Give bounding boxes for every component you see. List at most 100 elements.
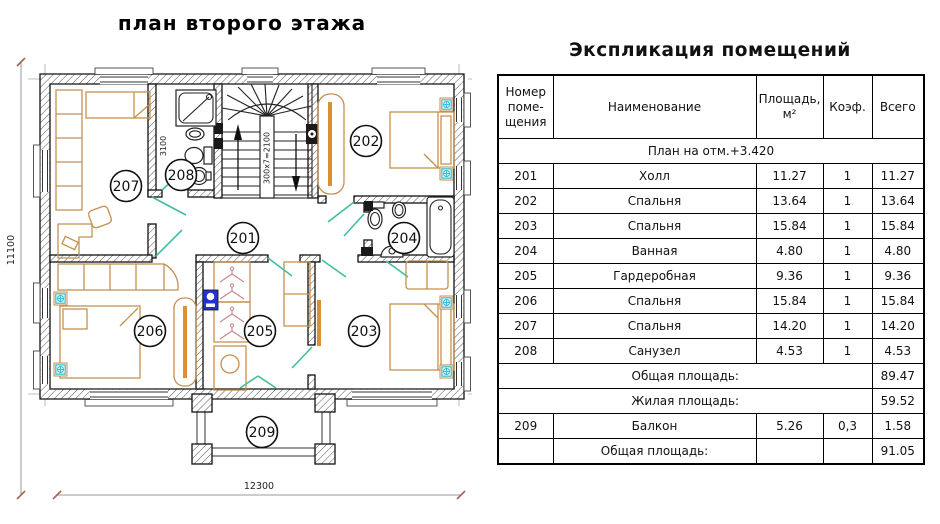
explication-table: Номер поме- щения Наименование Площадь, … [497,74,925,465]
room-label-204: 204 [387,221,421,255]
room-label-207: 207 [109,169,143,203]
cell-coef: 0,3 [822,413,873,439]
svg-text:207: 207 [113,179,140,195]
windows [33,67,471,407]
table-row: 206 Спальня 15.84 1 15.84 [497,288,925,314]
table-row: 203 Спальня 15.84 1 15.84 [497,213,925,239]
room-label-206: 206 [133,314,167,348]
svg-text:204: 204 [391,231,418,247]
room-label-203: 203 [347,314,381,348]
summary-value: 89.47 [871,363,925,389]
cell-number: 206 [497,288,554,314]
summary-value: 59.52 [871,388,925,414]
wall-dimension-label: 3100 [159,136,168,156]
cell-area: 4.80 [755,238,824,264]
room-206-furniture [53,263,197,387]
summary-label: Жилая площадь: [497,388,873,414]
cell-number: 203 [497,213,554,239]
cell-total: 14.20 [871,313,925,339]
cell-total: 11.27 [871,163,925,189]
balcony-structure [191,393,336,465]
table-row: 205 Гардеробная 9.36 1 9.36 [497,263,925,289]
cell-name: Гардеробная [552,263,757,289]
grand-total-row: Общая площадь: 91.05 [497,438,925,465]
door-swings [151,169,409,389]
table-header-row: Номер поме- щения Наименование Площадь, … [497,74,925,139]
cell-coef: 1 [822,238,873,264]
cell-coef-empty [822,438,873,465]
col-header-coef: Коэф. [822,74,873,139]
cell-number: 204 [497,238,554,264]
grand-total-label: Общая площадь: [552,438,757,465]
cell-number: 202 [497,188,554,214]
cell-coef: 1 [822,338,873,364]
cell-name: Спальня [552,313,757,339]
col-header-total: Всего [871,74,925,139]
svg-text:208: 208 [168,168,195,184]
svg-text:203: 203 [351,324,378,340]
width-dimension-label: 12300 [244,481,274,492]
cell-area: 9.36 [755,263,824,289]
cell-number: 207 [497,313,554,339]
cell-number: 209 [497,413,554,439]
col-header-area: Площадь, м² [755,74,824,139]
room-205-furniture [202,261,311,391]
cell-name: Спальня [552,188,757,214]
explication-title: Экспликация помещений [569,40,851,61]
staircase: 300x7=2100 [214,83,318,199]
table-row: 204 Ванная 4.80 1 4.80 [497,238,925,264]
svg-text:206: 206 [137,324,164,340]
cell-coef: 1 [822,263,873,289]
cell-area: 4.53 [755,338,824,364]
cell-total: 4.53 [871,338,925,364]
grand-total-value: 91.05 [871,438,925,465]
cell-name: Спальня [552,213,757,239]
cell-number: 208 [497,338,554,364]
room-labels: 201 202 203 204 205 206 207 208 209 [109,124,421,449]
room-208-fixtures [175,89,217,186]
room-207-furniture [55,89,151,259]
section-label: План на отм.+3.420 [497,138,925,164]
dimension-lines: 11100 12300 [6,57,466,500]
room-204-fixtures [361,196,455,258]
cell-coef: 1 [822,313,873,339]
cell-name: Холл [552,163,757,189]
svg-text:201: 201 [230,231,257,247]
summary-row-total: Общая площадь: 89.47 [497,363,925,389]
stair-dimension-label: 300x7=2100 [263,132,272,184]
explication-panel: Экспликация помещений Номер поме- щения … [497,40,925,465]
table-row: 207 Спальня 14.20 1 14.20 [497,313,925,339]
cell-number: 205 [497,263,554,289]
cell-coef: 1 [822,163,873,189]
svg-text:209: 209 [249,425,276,441]
table-row: 201 Холл 11.27 1 11.27 [497,163,925,189]
cell-name: Спальня [552,288,757,314]
cell-area: 5.26 [755,413,824,439]
cell-coef: 1 [822,288,873,314]
cell-total: 1.58 [871,413,925,439]
cell-total: 15.84 [871,213,925,239]
cell-total: 4.80 [871,238,925,264]
col-header-name: Наименование [552,74,757,139]
room-202-furniture [317,93,455,195]
room-label-201: 201 [226,221,260,255]
cell-area: 13.64 [755,188,824,214]
cell-area: 11.27 [755,163,824,189]
cell-name: Санузел [552,338,757,364]
summary-label: Общая площадь: [497,363,873,389]
cell-total: 15.84 [871,288,925,314]
height-dimension-label: 11100 [6,235,17,265]
cell-area: 15.84 [755,288,824,314]
section-row: План на отм.+3.420 [497,138,925,164]
cell-name: Ванная [552,238,757,264]
cell-number-empty [497,438,554,465]
cell-name: Балкон [552,413,757,439]
svg-text:205: 205 [247,324,274,340]
room-label-209: 209 [245,415,279,449]
cell-coef: 1 [822,213,873,239]
cell-area: 14.20 [755,313,824,339]
cell-area-empty [755,438,824,465]
cell-number: 201 [497,163,554,189]
room-203-furniture [317,260,455,379]
